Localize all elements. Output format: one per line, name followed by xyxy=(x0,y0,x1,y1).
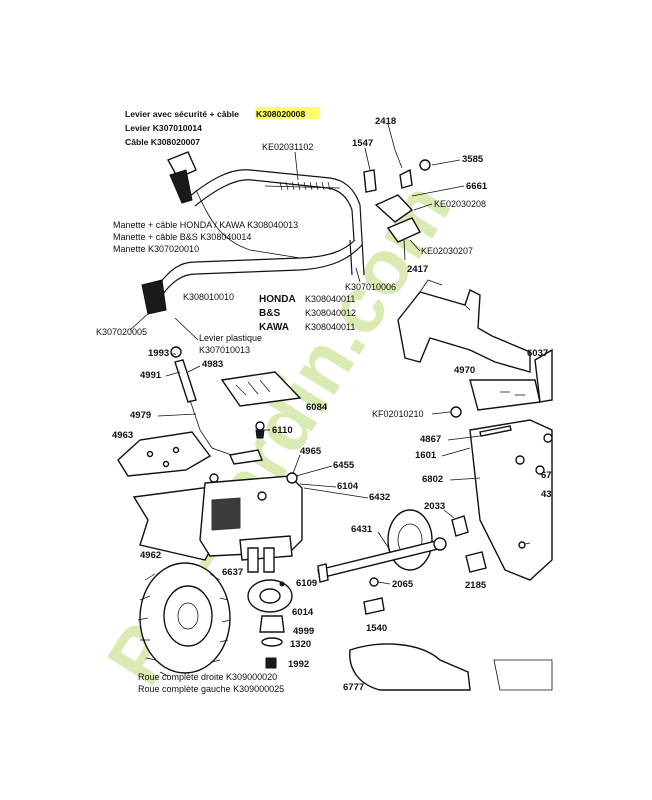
part-6110: 6110 xyxy=(272,425,293,436)
throttle-honda-kawa: Manette + câble HONDA / KAWA K308040013 xyxy=(113,220,298,230)
part-6037: 6037 xyxy=(527,348,548,359)
part-4991: 4991 xyxy=(140,370,162,381)
part-1992: 1992 xyxy=(288,659,309,670)
ref-ke02030208: KE02030208 xyxy=(434,199,486,209)
part-4965: 4965 xyxy=(300,446,322,457)
plate-6084 xyxy=(220,371,302,407)
part-1601: 1601 xyxy=(415,450,437,461)
part-4867: 4867 xyxy=(420,434,441,445)
ref-ke02030207: KE02030207 xyxy=(421,246,473,256)
part-6104: 6104 xyxy=(337,481,359,492)
part-4983: 4983 xyxy=(202,359,223,370)
brand-bs: B&S xyxy=(259,308,280,319)
part-1540: 1540 xyxy=(366,623,387,634)
part-6084: 6084 xyxy=(306,402,328,413)
part-6014: 6014 xyxy=(292,607,314,618)
part-6802: 6802 xyxy=(422,474,443,485)
part-2418: 2418 xyxy=(375,116,396,127)
part-6777: 6777 xyxy=(343,682,364,693)
gearbox xyxy=(199,473,303,573)
part-43: 43 xyxy=(541,489,552,500)
handlebar-assembly xyxy=(141,123,431,315)
brand-honda: HONDA xyxy=(259,294,296,305)
side-frame-6802 xyxy=(469,419,553,581)
ref-ke02031102: KE02031102 xyxy=(262,142,313,152)
part-1993: 1993 xyxy=(148,348,169,359)
brand-kawa: KAWA xyxy=(259,322,289,333)
ref-kf02010210: KF02010210 xyxy=(372,409,424,419)
levier-plastique-label: Levier plastique xyxy=(199,333,262,343)
part-6455: 6455 xyxy=(333,460,355,471)
frame-4970 xyxy=(397,279,553,411)
part-6109: 6109 xyxy=(296,578,317,589)
part-2185: 2185 xyxy=(465,580,487,591)
cable-ref: Câble K308020007 xyxy=(125,137,200,147)
part-6432: 6432 xyxy=(369,492,390,503)
ref-k307020005: K307020005 xyxy=(96,327,147,337)
part-4970: 4970 xyxy=(454,365,475,376)
wheel-tire xyxy=(137,562,231,677)
part-6661: 6661 xyxy=(466,181,488,192)
ref-k308010010: K308010010 xyxy=(183,292,234,302)
nut-kf02010210 xyxy=(450,406,462,418)
part-4962: 4962 xyxy=(140,550,161,561)
part-4999: 4999 xyxy=(293,626,314,637)
bolt-3585 xyxy=(419,159,431,171)
axle-assembly xyxy=(317,509,447,583)
part-2033: 2033 xyxy=(424,501,445,512)
ref-k307010006: K307010006 xyxy=(345,282,396,292)
part-2417: 2417 xyxy=(407,264,428,275)
part-4979: 4979 xyxy=(130,410,151,421)
lever-safety-cable-ref: K308020008 xyxy=(256,109,305,119)
throttle-bs: Manette + câble B&S K308040014 xyxy=(113,232,251,242)
part-2065: 2065 xyxy=(392,579,414,590)
part-4963: 4963 xyxy=(112,430,133,441)
part-6431: 6431 xyxy=(351,524,373,535)
part-3585: 3585 xyxy=(462,154,484,165)
wheel-right-label: Roue complète droite K309000020 xyxy=(138,672,277,682)
part-1320: 1320 xyxy=(290,639,311,650)
lever-ref: Levier K307010014 xyxy=(125,123,202,133)
levier-plastique-ref: K307010013 xyxy=(199,345,250,355)
lever-safety-cable-text: Levier avec sécurité + câble xyxy=(125,109,239,119)
ref-kawa: K308040011 xyxy=(305,322,355,332)
part-1547: 1547 xyxy=(352,138,373,149)
wheel-left-label: Roue complète gauche K309000025 xyxy=(138,684,284,694)
pulley-6014 xyxy=(247,579,293,613)
ref-honda: K308040011 xyxy=(305,294,355,304)
part-6637: 6637 xyxy=(222,567,243,578)
throttle-manette: Manette K307020010 xyxy=(113,244,199,254)
ref-bs: K308040012 xyxy=(305,308,356,318)
plate-4963 xyxy=(117,431,212,477)
part-67: 67 xyxy=(541,470,552,481)
shield-6777 xyxy=(349,643,553,691)
linkage-left xyxy=(170,346,265,465)
ref-highlight xyxy=(255,107,319,119)
